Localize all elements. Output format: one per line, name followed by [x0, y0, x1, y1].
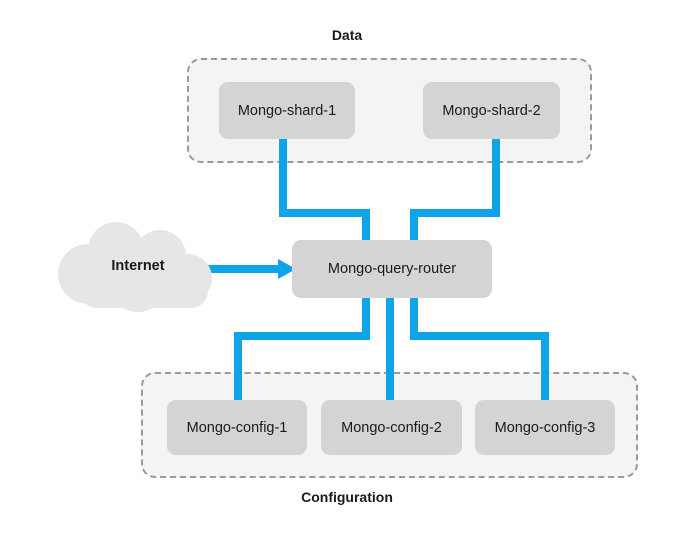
group-data-label: Data: [331, 27, 363, 43]
node-mongo-config-2-label: Mongo-config-2: [341, 419, 442, 436]
node-mongo-config-1-label: Mongo-config-1: [186, 419, 288, 436]
node-mongo-config-3[interactable]: Mongo-config-3: [475, 400, 615, 455]
group-configuration-label: Configuration: [301, 489, 393, 505]
internet-cloud-icon: [58, 222, 236, 312]
node-mongo-shard-1[interactable]: Mongo-shard-1: [219, 82, 355, 139]
node-mongo-query-router-label: Mongo-query-router: [327, 261, 457, 277]
node-mongo-config-3-label: Mongo-config-3: [494, 419, 596, 436]
node-mongo-query-router[interactable]: Mongo-query-router: [292, 240, 492, 298]
internet-label: Internet: [111, 258, 165, 274]
node-mongo-shard-2-label: Mongo-shard-2: [442, 102, 541, 119]
node-mongo-shard-1-label: Mongo-shard-1: [237, 102, 337, 119]
node-mongo-shard-2[interactable]: Mongo-shard-2: [423, 82, 560, 139]
node-mongo-config-2[interactable]: Mongo-config-2: [321, 400, 462, 455]
node-mongo-config-1[interactable]: Mongo-config-1: [167, 400, 307, 455]
